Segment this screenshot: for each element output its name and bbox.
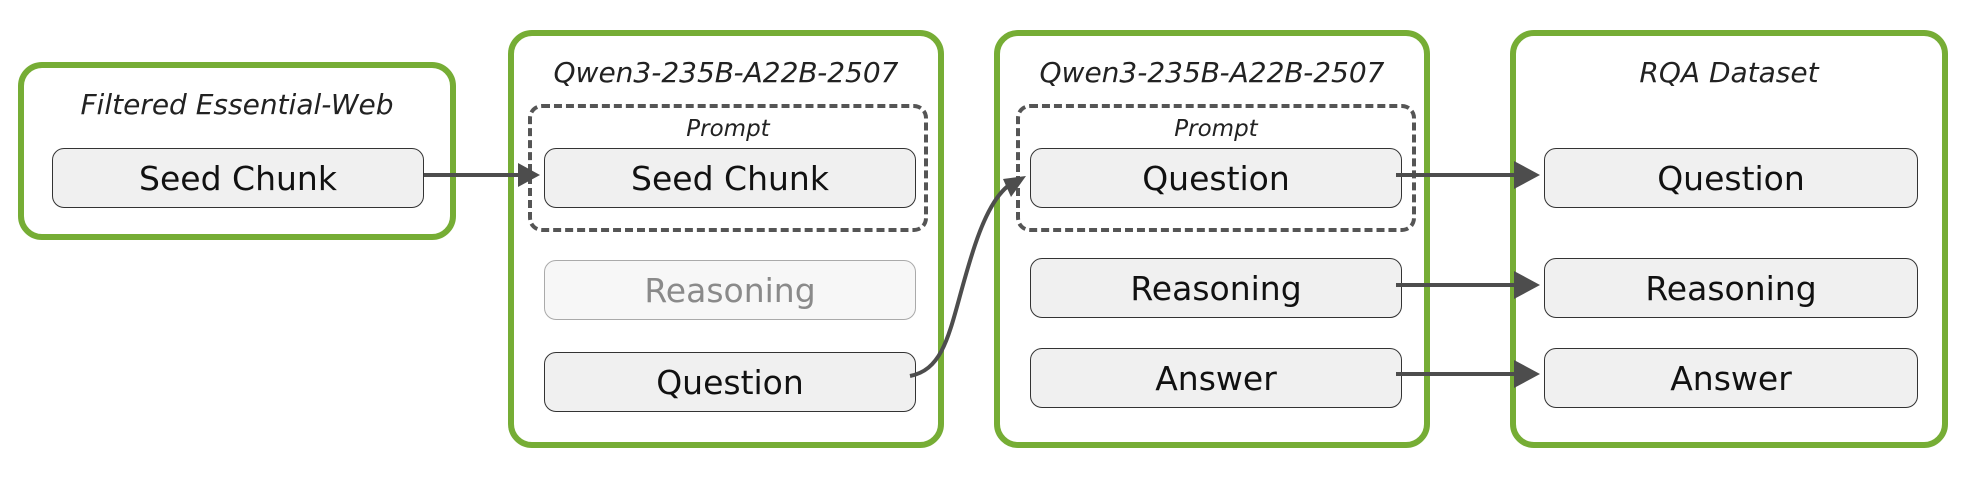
dataset-answer-node: Answer [1544, 348, 1918, 408]
model2-panel: Qwen3-235B-A22B-2507 Prompt Question Rea… [994, 30, 1430, 448]
source-panel-title: Filtered Essential-Web [80, 88, 394, 121]
model1-question-node: Question [544, 352, 916, 412]
dataset-panel-title: RQA Dataset [1639, 56, 1819, 89]
model2-panel-title: Qwen3-235B-A22B-2507 [1039, 56, 1385, 89]
model2-answer-node: Answer [1030, 348, 1402, 408]
dataset-question-node: Question [1544, 148, 1918, 208]
dataset-reasoning-node: Reasoning [1544, 258, 1918, 318]
source-panel: Filtered Essential-Web Seed Chunk [18, 62, 456, 240]
model2-prompt-label: Prompt [1174, 116, 1258, 142]
model2-reasoning-node: Reasoning [1030, 258, 1402, 318]
model1-seed-chunk-node: Seed Chunk [544, 148, 916, 208]
dataset-panel: RQA Dataset Question Reasoning Answer [1510, 30, 1948, 448]
model1-panel: Qwen3-235B-A22B-2507 Prompt Seed Chunk R… [508, 30, 944, 448]
model2-prompt-box: Prompt [1016, 104, 1416, 232]
source-seed-chunk-node: Seed Chunk [52, 148, 424, 208]
model2-question-node: Question [1030, 148, 1402, 208]
model1-reasoning-node: Reasoning [544, 260, 916, 320]
model1-prompt-label: Prompt [686, 116, 770, 142]
model1-panel-title: Qwen3-235B-A22B-2507 [553, 56, 899, 89]
